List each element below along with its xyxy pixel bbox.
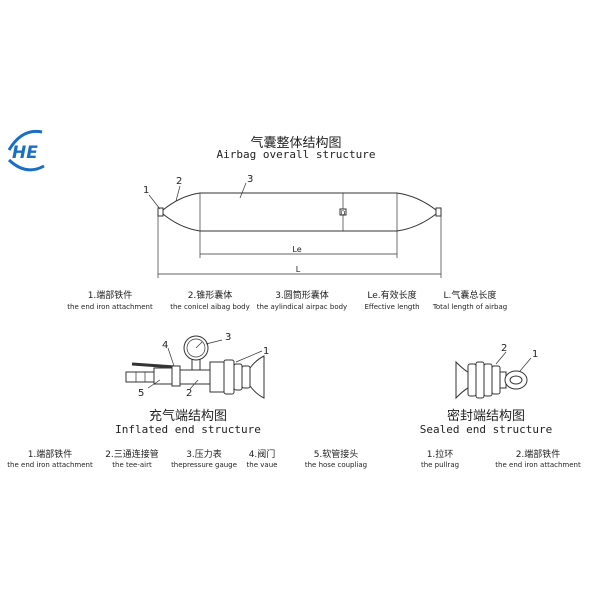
sealed-callout-1: 1 bbox=[532, 349, 538, 360]
overall-title-en: Airbag overall structure bbox=[217, 148, 376, 161]
sealed-title-cn: 密封端结构图 bbox=[447, 408, 525, 424]
overall-callout-3: 3 bbox=[247, 174, 253, 185]
inflated-legend-2-cn: 2.三通连接管 bbox=[105, 448, 159, 460]
inflated-legend-1-cn: 1.端部铁件 bbox=[28, 448, 73, 460]
sealed-legend: 1.拉环 the pullrag 2.端部铁件 the end iron att… bbox=[421, 448, 581, 469]
inflated-legend-4-cn: 4.阀门 bbox=[249, 448, 276, 460]
airbag-overall-drawing: D Le L bbox=[148, 182, 442, 278]
inflated-legend-5-en: the hose coupliag bbox=[305, 461, 367, 469]
overall-callout-2: 2 bbox=[176, 176, 182, 187]
sealed-callout-2: 2 bbox=[501, 343, 507, 354]
inflated-title-cn: 充气端结构图 bbox=[149, 408, 227, 424]
sealed-legend-2-en: the end iron attachment bbox=[495, 461, 581, 469]
inflated-callout-3: 3 bbox=[225, 332, 231, 343]
overall-legend-5-en: Total length of airbag bbox=[432, 303, 507, 311]
inflated-legend: 1.端部铁件 the end iron attachment 2.三通连接管 t… bbox=[7, 448, 367, 469]
overall-legend-1-en: the end iron attachment bbox=[67, 303, 153, 311]
dim-le-label: Le bbox=[292, 245, 301, 254]
overall-legend-3-en: the aylindical airpac body bbox=[257, 303, 347, 311]
inflated-callout-4: 4 bbox=[162, 340, 168, 351]
sealed-legend-1-cn: 1.拉环 bbox=[427, 448, 454, 460]
inflated-callout-5: 5 bbox=[138, 388, 144, 399]
company-logo: HE bbox=[7, 129, 45, 172]
overall-legend-2-en: the conicel aibag body bbox=[170, 303, 250, 311]
inflated-callout-2: 2 bbox=[186, 388, 192, 399]
inflated-legend-5-cn: 5.软管接头 bbox=[314, 448, 359, 460]
overall-legend-2-cn: 2.锥形囊体 bbox=[188, 289, 233, 301]
dim-l-label: L bbox=[296, 265, 301, 274]
inflated-title-en: Inflated end structure bbox=[115, 423, 261, 436]
overall-callout-1: 1 bbox=[143, 185, 149, 196]
inflated-legend-1-en: the end iron attachment bbox=[7, 461, 93, 469]
sealed-legend-2-cn: 2.端部铁件 bbox=[516, 448, 561, 460]
overall-legend-4-cn: Le.有效长度 bbox=[367, 289, 416, 301]
inflated-legend-3-en: thepressure gauge bbox=[171, 461, 237, 469]
logo-text: HE bbox=[12, 143, 38, 163]
overall-legend: 1.端部铁件 the end iron attachment 2.锥形囊体 th… bbox=[67, 289, 507, 311]
inflated-end-drawing bbox=[125, 335, 265, 399]
overall-title-cn: 气囊整体结构图 bbox=[250, 135, 341, 151]
inflated-legend-3-cn: 3.压力表 bbox=[186, 448, 222, 460]
inflated-legend-2-en: the tee-airt bbox=[112, 461, 152, 469]
dim-d-label: D bbox=[341, 210, 346, 217]
sealed-end-drawing bbox=[455, 351, 532, 400]
sealed-title-en: Sealed end structure bbox=[420, 423, 552, 436]
inflated-legend-4-en: the vaue bbox=[247, 461, 278, 469]
overall-legend-5-cn: L.气囊总长度 bbox=[444, 289, 497, 301]
inflated-callout-1: 1 bbox=[263, 346, 269, 357]
overall-legend-3-cn: 3.圆筒形囊体 bbox=[275, 289, 329, 301]
overall-legend-1-cn: 1.端部铁件 bbox=[88, 289, 133, 301]
overall-legend-4-en: Effective length bbox=[364, 303, 419, 311]
sealed-legend-1-en: the pullrag bbox=[421, 461, 459, 469]
